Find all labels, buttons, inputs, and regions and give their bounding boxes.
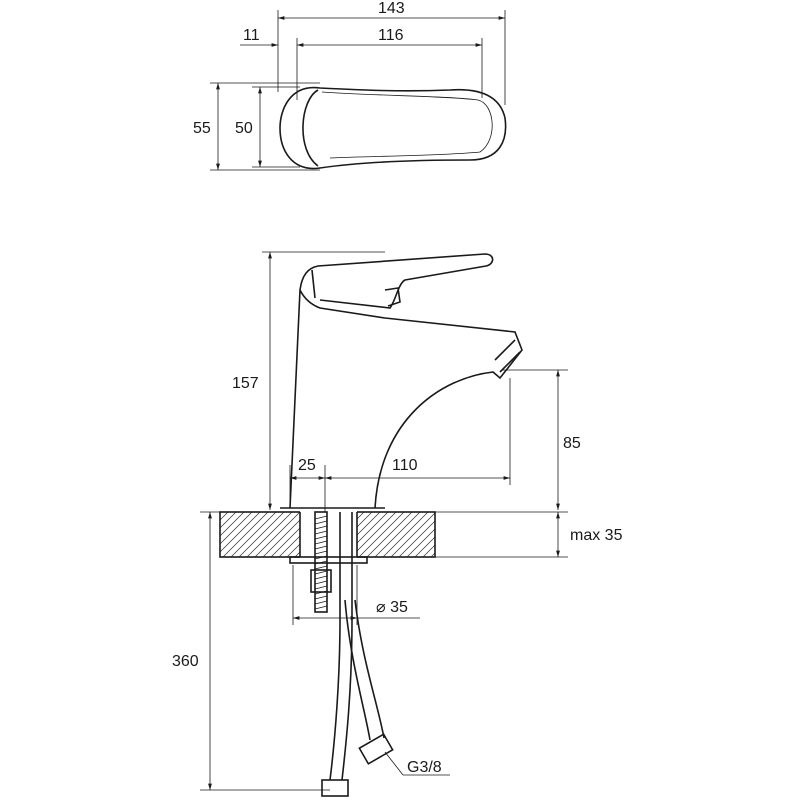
hatch-line [219,511,245,537]
thread-mark [314,565,328,570]
dim-overall-length: 143 [378,0,405,17]
thread-mark [314,600,328,605]
hatch-line [422,544,436,558]
thread-mark [314,605,328,610]
thread-mark [314,580,328,585]
hatch-line [374,511,421,558]
dim-hole-diameter: ⌀ 35 [376,599,408,616]
hatch-line [366,511,413,558]
hatch-line [414,536,436,558]
thread-mark [314,540,328,545]
hatch-line [406,528,436,558]
handle-side [311,269,401,307]
thread-mark [314,570,328,575]
dim-spout-height: 85 [563,435,581,452]
mounting-nut [289,556,368,564]
faucet-body [289,253,523,509]
dim-body-offset: 25 [298,457,316,474]
hatch-line [246,511,293,558]
hatch-line [219,511,229,521]
connection-thread-label: G3/8 [407,759,442,776]
hatch-line [358,511,405,558]
dim-spout-reach: 110 [392,457,418,474]
top-view: 143 116 11 55 50 [193,0,507,171]
dim-body-width: 50 [235,120,253,137]
dim-lever-length: 116 [378,27,404,44]
thread-mark [314,575,328,580]
thread-mark [314,525,328,530]
hatch-line [222,511,269,558]
thread-mark [314,585,328,590]
thread-mark [314,555,328,560]
hatch-line [219,511,261,553]
rod-nut [310,569,332,593]
threaded-rod [314,511,328,613]
lever-top-contour [321,91,493,159]
dim-hose-length: 360 [172,653,199,670]
hatch-line [219,511,237,529]
hatch-line [254,511,301,558]
dim-max-countertop: max 35 [570,527,623,544]
thread-mark [314,515,328,520]
handle-top-outline [279,86,507,170]
dim-height: 157 [232,375,259,392]
thread-mark [314,560,328,565]
hose-1 [329,512,353,781]
thread-mark [314,520,328,525]
hatch-line [230,511,277,558]
hose-fitting-2 [358,733,394,765]
handle-top-inner [302,89,319,167]
thread-mark [314,595,328,600]
dim-overall-width: 55 [193,120,211,137]
hatch-line [390,512,436,558]
hatch-line [350,511,397,558]
hatch-line [382,511,429,558]
hatch-line [398,520,436,558]
aerator [494,339,521,373]
side-view: 157 25 110 85 max 35 ⌀ 35 360 G3/8 [172,251,623,797]
thread-mark [314,530,328,535]
hose-fitting-1 [321,779,349,797]
thread-mark [314,535,328,540]
dim-offset: 11 [243,27,260,44]
thread-mark [314,550,328,555]
hatch-line [238,511,285,558]
hatch-line [219,511,253,545]
thread-mark [314,545,328,550]
